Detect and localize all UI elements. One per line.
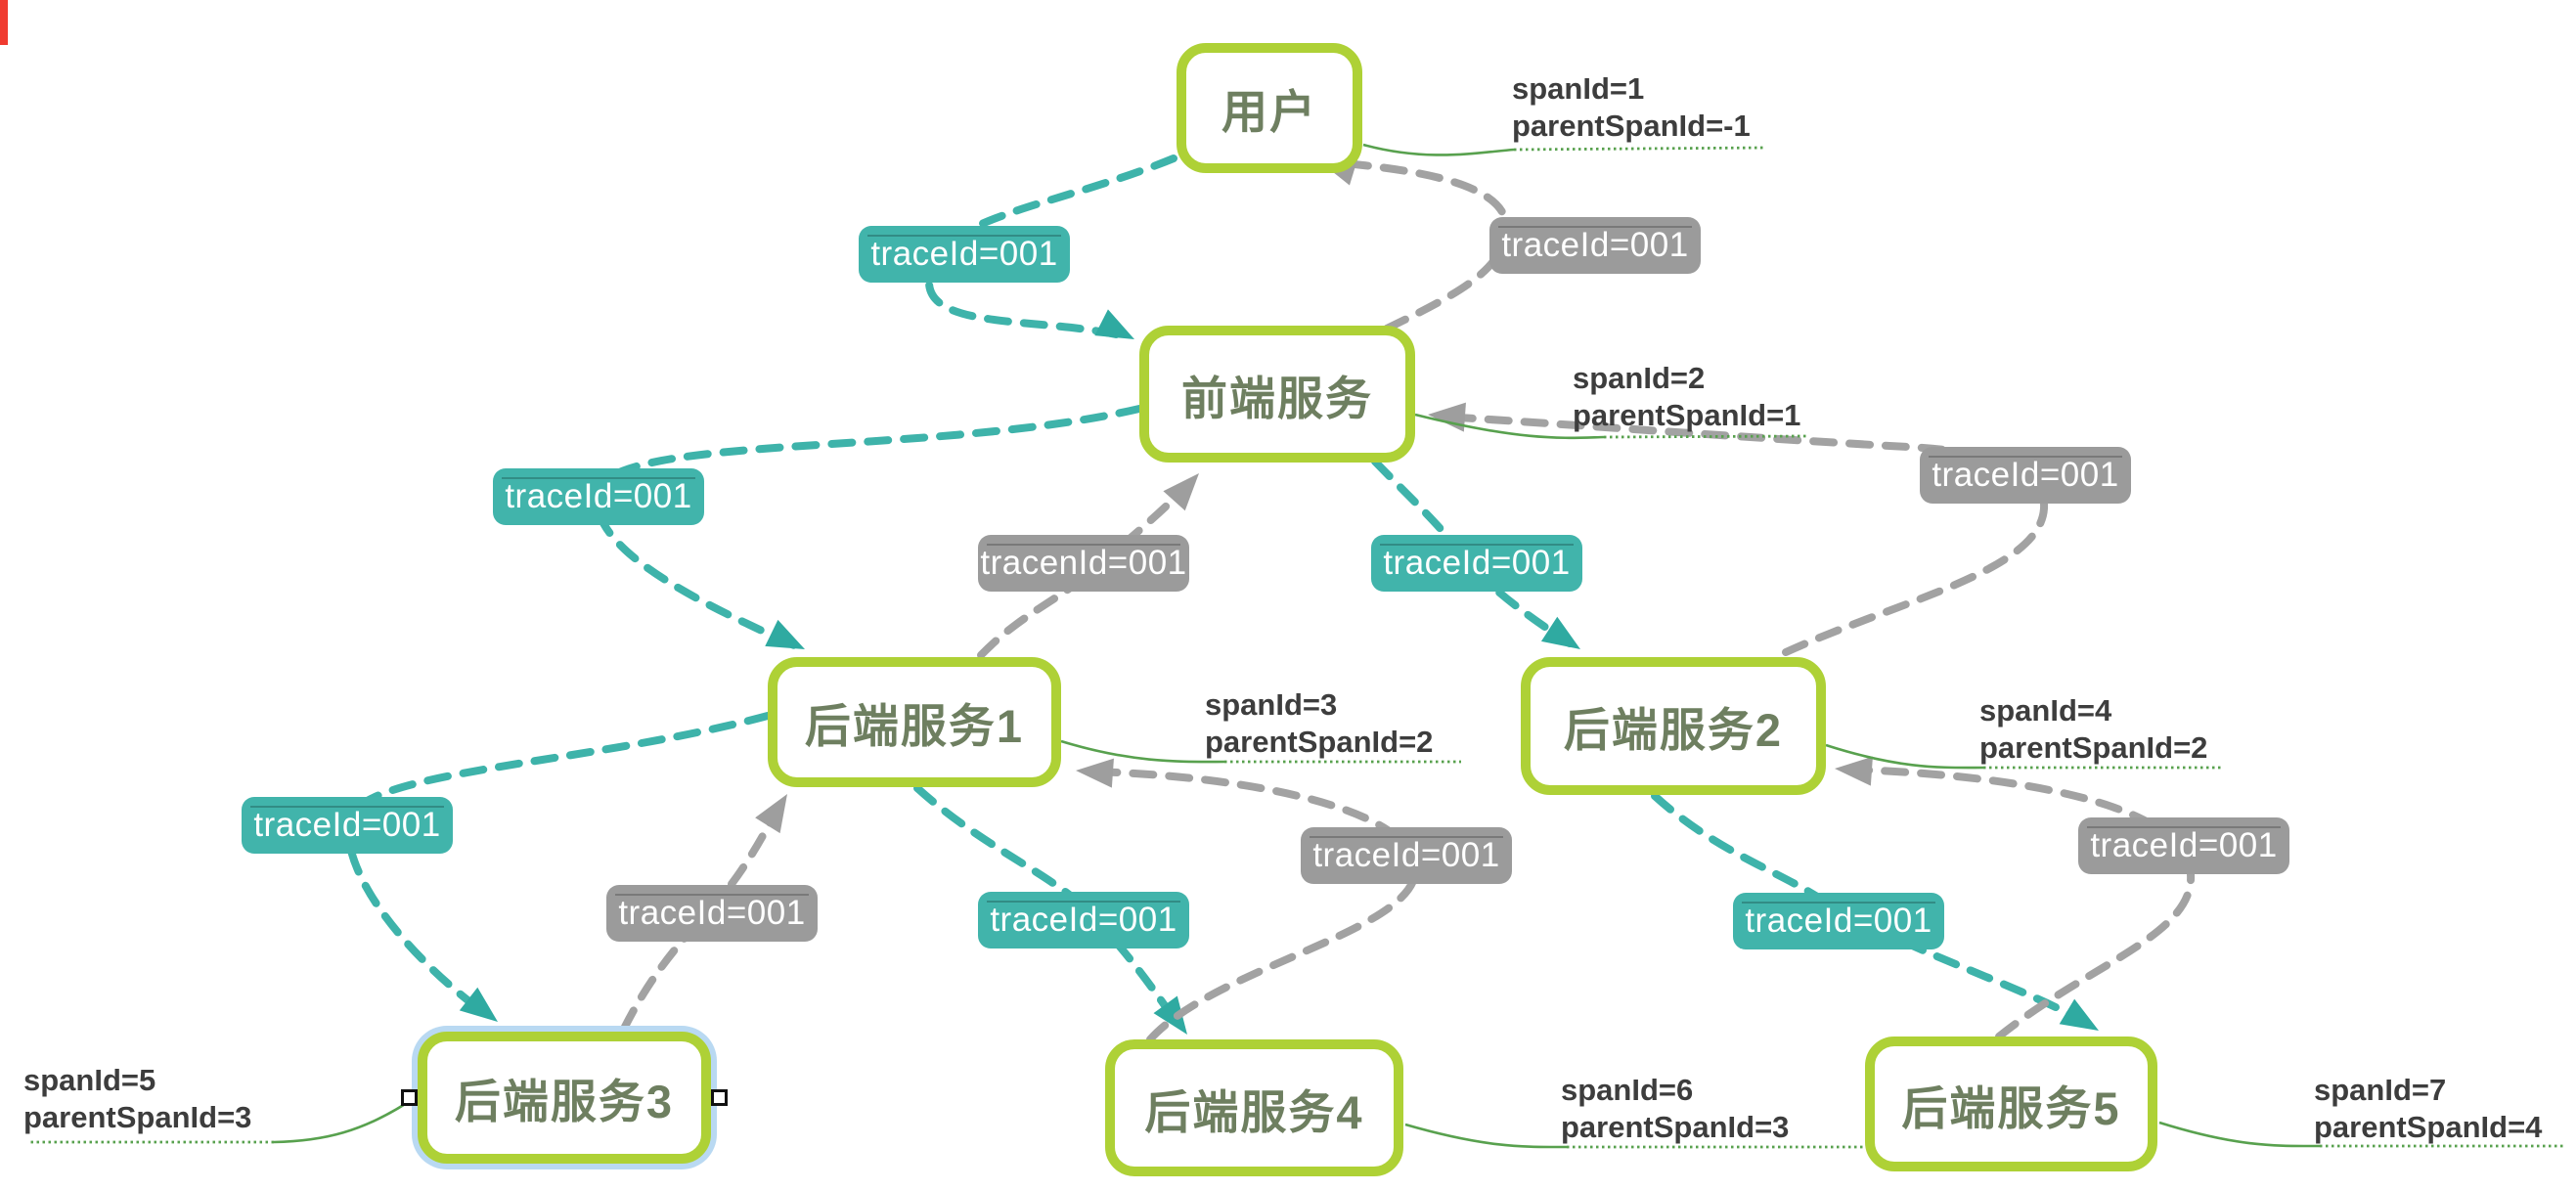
span-annotation-2[interactable]: spanId=2 parentSpanId=1 xyxy=(1573,360,1800,434)
underline-span1 xyxy=(1362,143,1767,156)
span3-line2: parentSpanId=2 xyxy=(1205,725,1434,759)
edge-frontend-to-backend1[interactable] xyxy=(592,405,1143,662)
span2-line1: spanId=2 xyxy=(1573,361,1706,395)
underline-span5 xyxy=(29,1095,417,1144)
edge-backend2-to-frontend-response[interactable] xyxy=(1427,400,2049,656)
selection-handle-right[interactable] xyxy=(711,1089,728,1106)
span5-line1: spanId=5 xyxy=(23,1063,156,1097)
trace-badge-user-frontend[interactable]: traceId=001 xyxy=(859,226,1070,283)
trace-badge-frontend-backend1[interactable]: traceId=001 xyxy=(493,468,704,525)
span-annotation-5[interactable]: spanId=5 parentSpanId=3 xyxy=(23,1062,251,1136)
trace-badge-backend1-frontend-response[interactable]: tracenId=001 xyxy=(978,535,1189,592)
span6-line1: spanId=6 xyxy=(1561,1073,1694,1107)
span3-line1: spanId=3 xyxy=(1205,687,1338,722)
edge-backend2-to-backend5[interactable] xyxy=(1651,792,2107,1043)
underline-span4 xyxy=(1825,743,2224,770)
span6-line2: parentSpanId=3 xyxy=(1561,1110,1790,1144)
trace-badge-backend5-backend2-response[interactable]: traceId=001 xyxy=(2078,817,2289,874)
node-frontend-service[interactable]: 前端服务 xyxy=(1139,326,1415,463)
edge-user-to-frontend[interactable] xyxy=(924,154,1177,352)
span7-line1: spanId=7 xyxy=(2314,1073,2447,1107)
screen-corner-red-mark xyxy=(0,0,8,45)
selection-handle-left[interactable] xyxy=(401,1089,418,1106)
span1-line2: parentSpanId=-1 xyxy=(1512,109,1751,143)
underline-span7 xyxy=(2158,1121,2566,1148)
span5-line2: parentSpanId=3 xyxy=(23,1100,252,1134)
span-annotation-4[interactable]: spanId=4 parentSpanId=2 xyxy=(1979,692,2207,767)
node-backend-service-4[interactable]: 后端服务4 xyxy=(1105,1039,1403,1176)
node-backend-service-1[interactable]: 后端服务1 xyxy=(768,657,1061,787)
trace-badge-frontend-user-response[interactable]: traceId=001 xyxy=(1489,217,1701,274)
underline-span3 xyxy=(1060,739,1461,764)
node-backend-service-3[interactable]: 后端服务3 xyxy=(418,1032,711,1164)
trace-badge-backend3-backend1-response[interactable]: traceId=001 xyxy=(606,885,818,942)
trace-badge-backend2-backend5[interactable]: traceId=001 xyxy=(1733,893,1944,949)
span-annotation-3[interactable]: spanId=3 parentSpanId=2 xyxy=(1205,686,1433,761)
span4-line1: spanId=4 xyxy=(1979,693,2112,728)
span-annotation-1[interactable]: spanId=1 parentSpanId=-1 xyxy=(1512,70,1751,145)
node-user[interactable]: 用户 xyxy=(1177,43,1362,173)
span2-line2: parentSpanId=1 xyxy=(1573,398,1801,432)
trace-badge-frontend-backend2[interactable]: traceId=001 xyxy=(1371,535,1582,592)
span7-line2: parentSpanId=4 xyxy=(2314,1110,2543,1144)
trace-badge-backend2-frontend-response[interactable]: traceId=001 xyxy=(1920,447,2131,504)
trace-badge-backend1-backend3[interactable]: traceId=001 xyxy=(242,797,453,854)
edge-backend1-to-backend3[interactable] xyxy=(343,712,772,1034)
span1-line1: spanId=1 xyxy=(1512,71,1645,106)
span-annotation-6[interactable]: spanId=6 parentSpanId=3 xyxy=(1561,1072,1789,1146)
trace-badge-backend4-backend1-response[interactable]: traceId=001 xyxy=(1301,827,1512,884)
span4-line2: parentSpanId=2 xyxy=(1979,730,2208,765)
span-annotation-7[interactable]: spanId=7 parentSpanId=4 xyxy=(2314,1072,2542,1146)
node-backend-service-5[interactable]: 后端服务5 xyxy=(1865,1037,2157,1171)
edge-frontend-to-user-response[interactable] xyxy=(1314,147,1511,332)
node-backend-service-2[interactable]: 后端服务2 xyxy=(1521,657,1826,795)
trace-badge-backend1-backend4[interactable]: traceId=001 xyxy=(978,892,1189,948)
underline-span2 xyxy=(1414,413,1808,440)
